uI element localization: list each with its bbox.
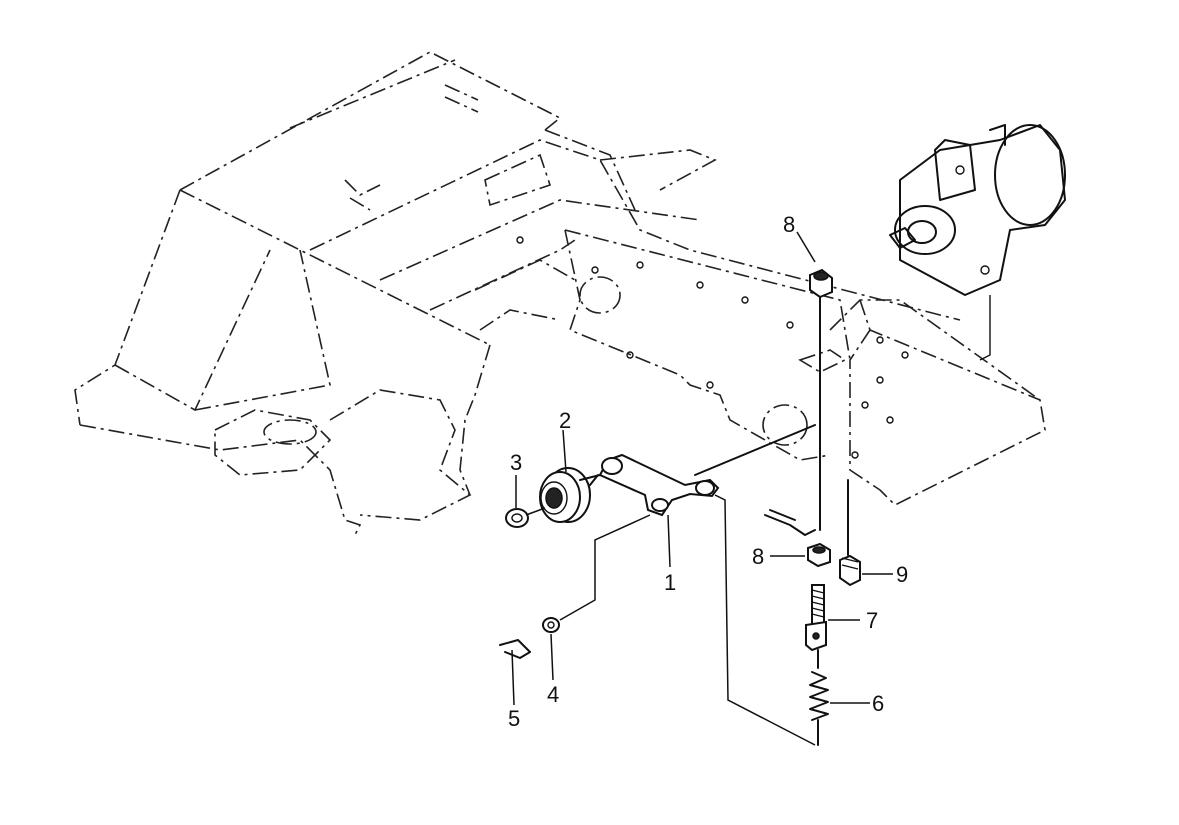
callout-7: 7 xyxy=(866,608,878,633)
washer-part xyxy=(542,617,560,633)
callout-3: 3 xyxy=(510,450,522,475)
hydraulic-pump-assembly xyxy=(889,124,1066,361)
callout-4: 4 xyxy=(547,682,559,707)
chassis-frame-outline xyxy=(74,51,1046,536)
callout-8-lower: 8 xyxy=(752,544,764,569)
callout-8-top: 8 xyxy=(783,212,795,237)
callout-5: 5 xyxy=(508,706,520,731)
bolt-part xyxy=(839,479,861,587)
linkage-wire xyxy=(764,509,816,536)
callout-9: 9 xyxy=(896,562,908,587)
snap-ring-part xyxy=(505,507,546,528)
callout-2: 2 xyxy=(559,408,571,433)
upper-nut-part xyxy=(809,268,833,299)
lever-arm-part xyxy=(589,453,720,517)
callout-6: 6 xyxy=(872,691,884,716)
spring-part xyxy=(809,671,829,746)
pulley-part xyxy=(539,467,601,523)
cotter-pin-part xyxy=(499,639,531,659)
assembly-line-cable xyxy=(714,494,816,746)
assembly-line-pin xyxy=(559,514,651,621)
callout-1: 1 xyxy=(664,570,676,595)
lower-nut-part xyxy=(807,542,831,568)
callout-labels: 8 2 3 1 4 5 6 7 8 9 xyxy=(508,212,908,731)
callout-leaders xyxy=(511,231,893,706)
control-rod xyxy=(694,424,816,476)
eye-bolt-part xyxy=(805,584,827,669)
